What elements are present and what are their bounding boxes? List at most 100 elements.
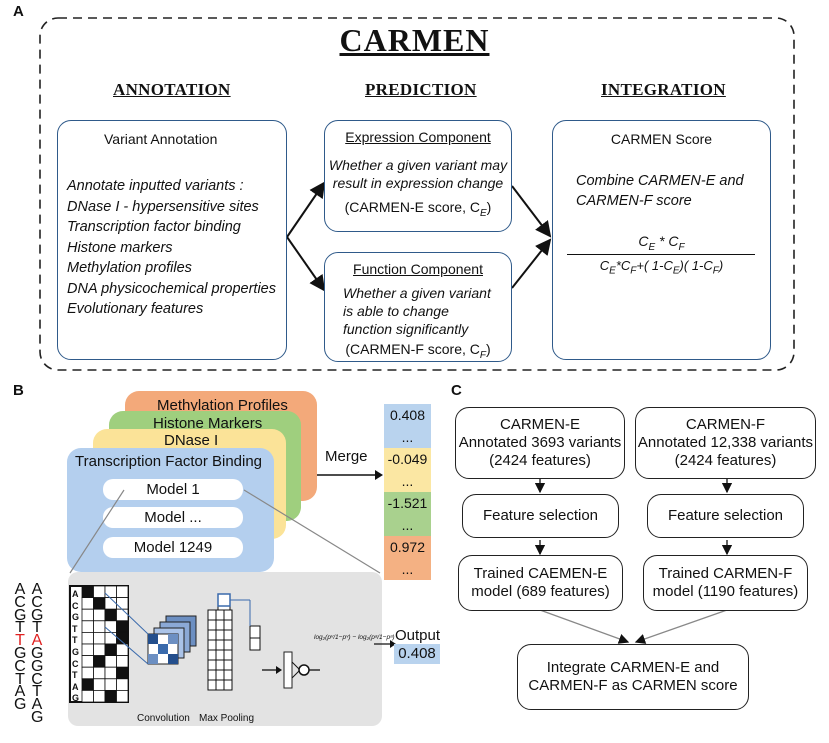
one-hot-cell xyxy=(104,678,117,691)
pool-cell xyxy=(215,659,225,671)
expression-line: Whether a given variant may xyxy=(328,157,508,173)
conv-label: Convolution xyxy=(137,713,190,724)
pool-cell xyxy=(223,639,233,651)
one-hot-cell xyxy=(81,655,94,668)
function-component-title: Function Component xyxy=(353,261,483,277)
annotation-item: DNA physicochemical properties xyxy=(67,280,276,297)
carmen-f-line: (2424 features) xyxy=(674,452,777,469)
dna-right-base: C xyxy=(31,593,43,611)
one-hot-cell xyxy=(104,620,117,633)
formula-c: C xyxy=(668,233,679,249)
pool-label: Max Pooling xyxy=(199,713,255,724)
max-pooling-grid xyxy=(207,593,261,691)
trained-e-line: model (689 features) xyxy=(471,583,610,600)
dna-left-base: A xyxy=(14,683,26,701)
feature-selection-e: Feature selection xyxy=(462,494,619,538)
pool-cell xyxy=(223,679,233,691)
dna-left-base: T xyxy=(15,670,25,688)
carmen-score-description: Combine CARMEN-E and CARMEN-F score xyxy=(576,171,744,211)
convolution-stack xyxy=(147,615,197,665)
layer-dnase-label: DNase I xyxy=(164,432,219,449)
merge-label: Merge xyxy=(325,448,368,465)
panel-label-b: B xyxy=(13,382,24,399)
one-hot-cell xyxy=(93,608,106,622)
vector-cell-3: -0.049 xyxy=(384,448,431,470)
dna-right-base: G xyxy=(31,709,44,726)
layer-tfbinding-label: Transcription Factor Binding xyxy=(75,453,263,470)
one-hot-cell xyxy=(116,655,129,668)
one-hot-cell xyxy=(104,643,117,657)
output-value: 0.408 xyxy=(394,644,440,664)
pool-cell xyxy=(215,669,225,681)
expression-component-title: Expression Component xyxy=(345,129,491,145)
pool-cell xyxy=(223,609,233,621)
dna-left-base: T xyxy=(15,619,25,637)
layer-tfbinding: Transcription Factor Binding Model 1 Mod… xyxy=(67,448,274,572)
trained-e-line: Trained CAEMEN-E xyxy=(473,565,608,582)
trained-e-box: Trained CAEMEN-E model (689 features) xyxy=(458,555,623,611)
annotation-item: DNase I - hypersensitive sites xyxy=(67,198,259,215)
formula-one-minus: 1- xyxy=(648,258,664,273)
expression-line: result in expression change xyxy=(332,175,504,191)
carmen-score-title: CARMEN Score xyxy=(610,131,713,147)
pool-cell xyxy=(215,679,225,691)
one-hot-cell xyxy=(116,608,129,622)
one-hot-cell xyxy=(116,678,129,691)
dna-left-base: G xyxy=(14,645,27,662)
integrate-box: Integrate CARMEN-E and CARMEN-F as CARME… xyxy=(517,644,749,710)
one-hot-cell xyxy=(93,678,106,691)
one-hot-cell xyxy=(93,631,106,645)
pool-cell xyxy=(207,639,217,651)
score-formula-denominator: CE*CF+( 1-CE)( 1-CF) xyxy=(553,258,770,277)
pool-cell xyxy=(215,639,225,651)
layer-methylation-label: Methylation Profiles xyxy=(157,397,288,414)
formula-plus: +( xyxy=(636,258,649,273)
one-hot-cell xyxy=(81,689,94,703)
pool-cell xyxy=(207,669,217,681)
one-hot-cell xyxy=(104,631,117,645)
sigmoid-formula: log₂(pᵛ/1−pᵛ) − log₂(pᵃ/1−pᵃ) xyxy=(314,634,395,641)
expression-score: (CARMEN-E score, CE) xyxy=(325,199,511,219)
vector-cell-8: ... xyxy=(384,558,431,580)
one-hot-cell xyxy=(81,608,94,622)
dna-right-base: G xyxy=(31,645,44,662)
arrow-annotation-to-expression xyxy=(286,181,326,238)
formula-c: C xyxy=(663,258,673,273)
vector-cell-6: ... xyxy=(384,514,431,536)
function-line: Whether a given variant xyxy=(343,285,491,301)
cnn-illustration xyxy=(69,489,396,703)
pool-cell xyxy=(207,649,217,661)
one-hot-cell xyxy=(93,597,106,610)
pool-cell xyxy=(215,619,225,631)
function-line: is able to change xyxy=(343,303,449,319)
pool-cell xyxy=(215,649,225,661)
grid-row-letter: A xyxy=(72,681,79,692)
grid-row-letter: G xyxy=(72,612,80,623)
one-hot-cell xyxy=(104,597,117,610)
trained-f-box: Trained CARMEN-F model (1190 features) xyxy=(643,555,808,611)
layer-histone-label: Histone Markers xyxy=(153,415,263,432)
one-hot-cell xyxy=(81,597,94,610)
carmen-f-line: Annotated 12,338 variants xyxy=(637,434,814,451)
dna-left-base: A xyxy=(14,581,26,598)
vector-cell-7: 0.972 xyxy=(384,536,431,558)
grid-row-letter: T xyxy=(72,635,78,646)
panel-c-arrows xyxy=(534,478,733,644)
function-line: function significantly xyxy=(343,321,469,337)
pool-cell xyxy=(223,669,233,681)
dna-right-base: T xyxy=(32,683,42,701)
pool-cell xyxy=(249,637,261,651)
header-integration: INTEGRATION xyxy=(601,80,726,99)
carmen-f-title: CARMEN-F xyxy=(685,416,766,433)
carmen-score-box: CARMEN Score Combine CARMEN-E and CARMEN… xyxy=(552,120,771,360)
arrow-function-to-score xyxy=(511,238,552,289)
expression-component-box: Expression Component Whether a given var… xyxy=(324,120,512,232)
annotation-item: Methylation profiles xyxy=(67,260,192,276)
grid-row-letter: G xyxy=(72,647,80,657)
header-prediction: PREDICTION xyxy=(365,80,477,99)
pool-cell xyxy=(207,629,217,641)
one-hot-cell xyxy=(116,689,129,703)
formula-one-minus: 1- xyxy=(688,258,704,273)
expression-score-prefix: (CARMEN-E score, C xyxy=(344,199,480,215)
one-hot-cell xyxy=(116,666,129,680)
